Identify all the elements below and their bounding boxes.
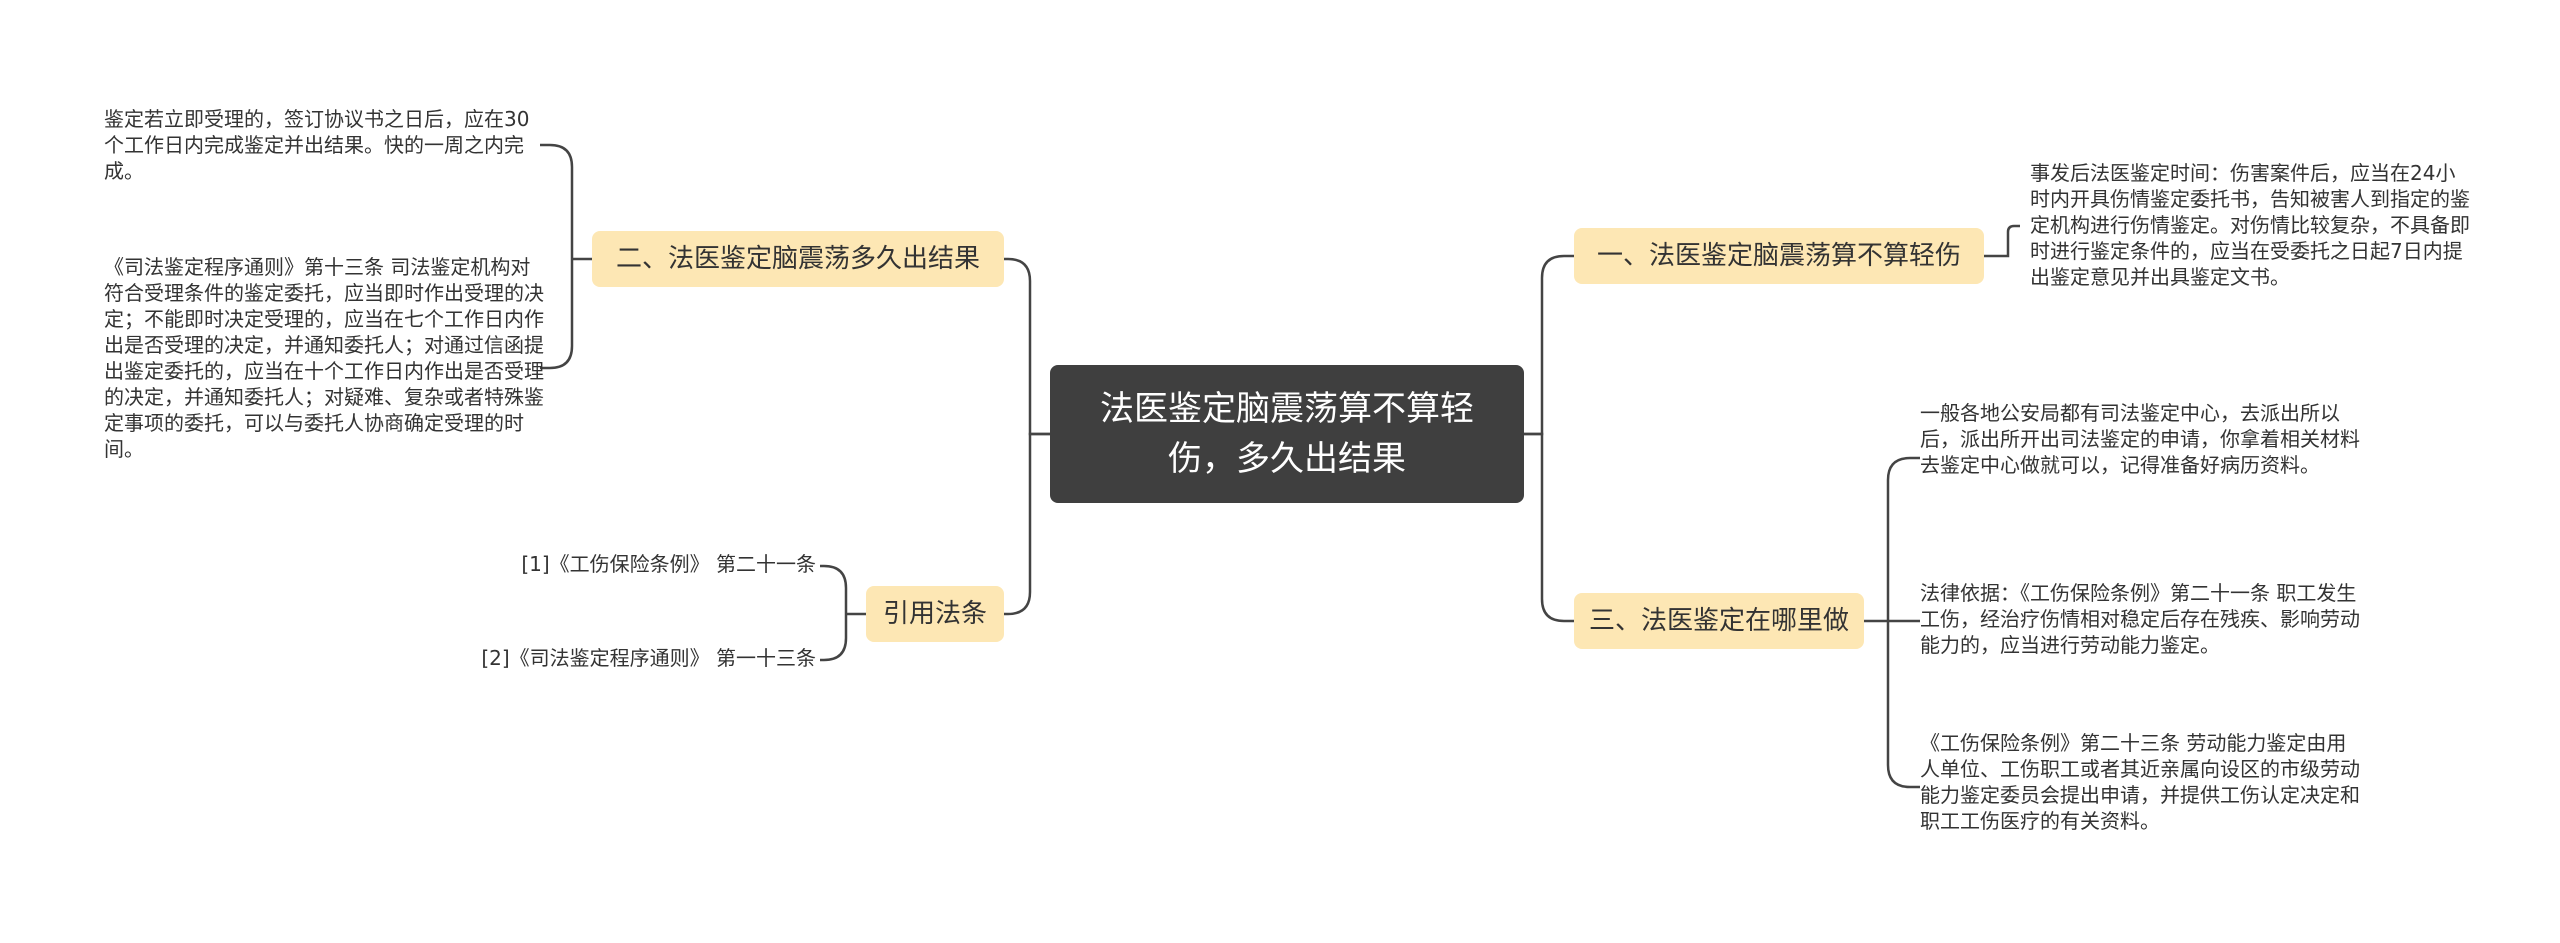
connector-b1-leaf [1984, 224, 2020, 258]
connector-b4-leaf2 [820, 614, 848, 662]
connector-b3-leaf3 [1886, 621, 1920, 789]
leaf-b4-1: [1]《工伤保险条例》 第二十一条 [521, 552, 816, 576]
connector-b2-leaf2 [540, 259, 574, 370]
leaf-b3-3: 《工伤保险条例》第二十三条 劳动能力鉴定由用人单位、工伤职工或者其近亲属向设区的… [1920, 731, 2360, 833]
branch-node-2[interactable]: 二、法医鉴定脑震荡多久出结果 [592, 231, 1004, 287]
connector-b3-leaf1 [1886, 456, 1920, 621]
central-topic-label: 法医鉴定脑震荡算不算轻伤，多久出结果 [1100, 389, 1474, 479]
leaf-b4-2: [2]《司法鉴定程序通则》 第一十三条 [481, 646, 816, 670]
leaf-b2-1: 鉴定若立即受理的，签订协议书之日后，应在30个工作日内完成鉴定并出结果。快的一周… [104, 107, 530, 183]
connector-b4-leaf1 [820, 564, 848, 614]
connector-central-b1 [1524, 254, 1574, 436]
central-topic[interactable]: 法医鉴定脑震荡算不算轻伤，多久出结果 [1050, 365, 1524, 503]
connector-central-b3 [1524, 432, 1574, 623]
leaf-b2-2: 《司法鉴定程序通则》第十三条 司法鉴定机构对符合受理条件的鉴定委托，应当即时作出… [104, 255, 544, 461]
leaf-b3-2: 法律依据：《工伤保险条例》第二十一条 职工发生工伤，经治疗伤情相对稳定后存在残疾… [1920, 581, 2360, 657]
branch-node-3[interactable]: 三、法医鉴定在哪里做 [1574, 593, 1864, 649]
branch-label: 一、法医鉴定脑震荡算不算轻伤 [1596, 241, 1961, 271]
leaf-b1-1: 事发后法医鉴定时间：伤害案件后，应当在24小时内开具伤情鉴定委托书，告知被害人到… [2030, 161, 2470, 289]
branch-label: 三、法医鉴定在哪里做 [1588, 606, 1849, 636]
branch-node-1[interactable]: 一、法医鉴定脑震荡算不算轻伤 [1574, 228, 1984, 284]
connector-central-b2 [1004, 257, 1050, 436]
branch-label: 引用法条 [882, 599, 987, 629]
branch-node-4[interactable]: 引用法条 [866, 586, 1004, 642]
connector-central-b4 [1004, 432, 1050, 616]
connector-b2-leaf1 [540, 143, 574, 259]
branch-label: 二、法医鉴定脑震荡多久出结果 [615, 244, 980, 274]
leaf-b3-1: 一般各地公安局都有司法鉴定中心，去派出所以后，派出所开出司法鉴定的申请，你拿着相… [1920, 401, 2360, 477]
